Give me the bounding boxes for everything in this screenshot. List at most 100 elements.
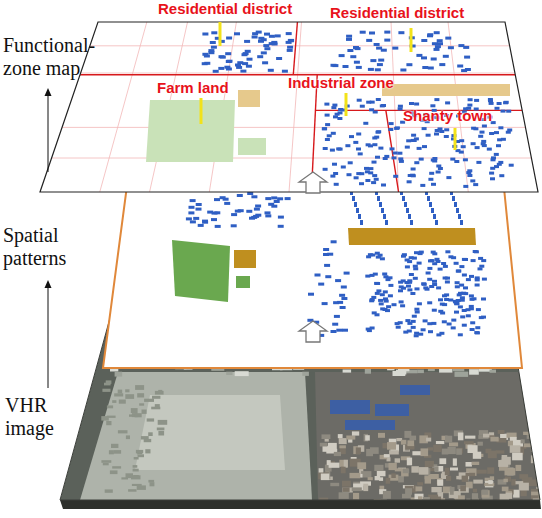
building-pattern — [344, 272, 350, 275]
building — [366, 101, 371, 104]
building — [334, 183, 339, 186]
roof — [405, 488, 412, 495]
texture — [147, 418, 154, 421]
building — [242, 62, 248, 65]
building — [288, 39, 294, 42]
shanty-pattern — [406, 285, 411, 288]
building — [375, 156, 380, 159]
building-pattern — [271, 196, 277, 199]
building-pattern — [336, 329, 342, 332]
building — [446, 176, 451, 179]
building — [331, 64, 337, 67]
building-pattern — [308, 293, 314, 296]
shanty-pattern — [475, 278, 480, 281]
roof — [498, 460, 508, 467]
shanty-pattern — [463, 286, 468, 289]
shanty-pattern — [447, 323, 452, 326]
roof — [436, 441, 444, 444]
building — [384, 39, 390, 42]
building-pattern — [220, 196, 226, 199]
flow-arrow — [48, 94, 49, 172]
roof — [453, 458, 457, 465]
roof — [466, 473, 476, 476]
roof — [456, 449, 462, 455]
building — [489, 102, 494, 105]
building — [275, 34, 281, 37]
layer-label: VHR image — [5, 394, 80, 440]
building-pattern — [190, 199, 196, 202]
map-content — [52, 22, 532, 192]
building — [375, 68, 381, 71]
building — [378, 147, 383, 150]
building-pattern — [214, 198, 220, 201]
building — [337, 117, 342, 120]
building — [392, 47, 398, 50]
roof — [430, 463, 434, 467]
roof — [339, 460, 348, 467]
building — [202, 53, 208, 56]
shanty-pattern — [419, 251, 424, 254]
roof — [473, 489, 477, 493]
building — [431, 58, 437, 61]
building-pattern — [339, 294, 345, 297]
building — [227, 60, 233, 63]
building — [322, 127, 327, 130]
roof — [466, 482, 473, 489]
building-pattern — [278, 216, 284, 219]
shanty-pattern — [461, 292, 466, 295]
building — [393, 152, 398, 155]
roof — [425, 476, 431, 484]
building — [346, 38, 352, 41]
roof — [458, 433, 464, 441]
building — [488, 99, 493, 102]
building — [489, 172, 494, 175]
roof — [386, 478, 391, 484]
building — [252, 32, 258, 35]
zone-pin — [200, 98, 203, 124]
shanty-pattern — [413, 267, 418, 270]
building — [323, 147, 328, 150]
building — [234, 32, 240, 35]
shanty-pattern — [445, 250, 450, 253]
farmland-pattern — [172, 240, 230, 302]
texture — [137, 485, 146, 490]
roof — [466, 468, 476, 476]
shanty-pattern — [421, 282, 426, 285]
shanty-pattern — [470, 328, 475, 331]
building — [226, 372, 232, 375]
building — [501, 110, 506, 113]
texture — [144, 439, 152, 442]
building — [411, 134, 416, 137]
shanty-pattern — [432, 283, 437, 286]
building-pattern — [265, 197, 271, 200]
texture — [148, 432, 153, 436]
building-pattern — [379, 202, 382, 207]
major-road — [293, 22, 297, 75]
roof — [513, 490, 520, 498]
building — [330, 175, 335, 178]
building — [346, 35, 352, 38]
open-lot — [80, 372, 312, 500]
shanty-pattern — [432, 309, 437, 312]
texture — [132, 484, 142, 486]
building-pattern — [212, 212, 218, 215]
roof — [482, 490, 489, 495]
building — [434, 133, 439, 136]
building-pattern — [341, 286, 347, 289]
roof — [318, 473, 329, 480]
building — [509, 164, 514, 167]
building — [288, 39, 294, 42]
building — [443, 55, 449, 58]
building — [461, 145, 466, 148]
building — [368, 167, 373, 170]
shanty-pattern — [371, 296, 376, 299]
building — [210, 41, 216, 44]
shanty-pattern — [466, 314, 471, 317]
building-pattern — [271, 205, 277, 208]
shanty-pattern — [375, 282, 380, 285]
roof — [519, 474, 528, 479]
building-pattern — [402, 196, 405, 201]
building-pattern — [340, 306, 346, 309]
roof — [416, 486, 423, 491]
building — [434, 98, 439, 101]
